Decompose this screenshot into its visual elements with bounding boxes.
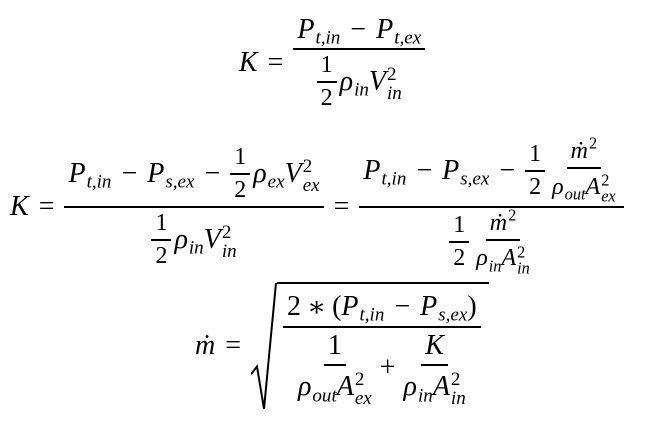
symbol-A: A (585, 173, 601, 200)
symbol-P: P (297, 14, 315, 45)
equals-sign: = (333, 190, 350, 222)
subscript: t,ex (394, 28, 422, 50)
superscript: 2 (354, 368, 365, 390)
equals-sign: = (225, 330, 242, 362)
subscript: ex (302, 174, 320, 196)
symbol-rho: ρ (476, 245, 488, 272)
minus-sign: − (204, 157, 221, 189)
minus-sign: − (499, 154, 516, 186)
symbol-V: V (368, 66, 387, 97)
symbol-rho: ρ (253, 157, 267, 189)
symbol-P: P (68, 157, 86, 189)
subscript: ex (267, 171, 285, 193)
subscript: in (188, 237, 204, 259)
symbol-mdot: ṁ (489, 209, 508, 236)
subscript: t,in (86, 171, 112, 193)
minus-sign: − (416, 154, 433, 186)
subscript: in (387, 82, 402, 104)
subscript: in (221, 240, 237, 262)
subscript: ex (601, 186, 616, 206)
number-two: 2 (287, 291, 302, 322)
superscript: 2 (221, 221, 232, 243)
minus-sign: − (350, 14, 367, 45)
subscript: t,in (359, 305, 385, 327)
symbol-A: A (336, 371, 354, 403)
symbol-K: K (10, 190, 29, 222)
symbol-rho: ρ (403, 371, 417, 403)
symbol-rho: ρ (552, 173, 564, 200)
subscript: t,in (315, 28, 341, 50)
subscript: in (418, 385, 433, 407)
subscript: s,ex (165, 171, 195, 193)
symbol-A: A (501, 245, 517, 272)
symbol-rho: ρ (339, 66, 354, 97)
symbol-P: P (442, 154, 460, 186)
subscript: s,ex (438, 305, 468, 327)
symbol-P: P (147, 157, 165, 189)
subscript: out (564, 184, 586, 204)
equals-sign: = (267, 47, 284, 78)
multiply-sign: ∗ (307, 292, 327, 323)
symbol-K: K (425, 330, 444, 361)
equals-sign: = (38, 190, 55, 222)
superscript: 2 (302, 155, 313, 177)
subscript: in (354, 80, 369, 102)
symbol-V: V (284, 157, 302, 189)
number-one: 1 (327, 330, 342, 361)
right-paren: ) (467, 291, 477, 322)
subscript: t,in (381, 168, 407, 190)
symbol-rho: ρ (174, 223, 188, 255)
subscript: in (488, 256, 502, 276)
left-paren: ( (332, 291, 342, 322)
plus-sign: + (379, 352, 396, 384)
symbol-mdot: ṁ (570, 138, 588, 164)
superscript: 2 (450, 368, 461, 390)
minus-sign: − (394, 291, 411, 322)
superscript: 2 (517, 242, 526, 262)
symbol-V: V (203, 223, 221, 255)
superscript: 2 (588, 133, 598, 153)
subscript: s,ex (460, 168, 490, 190)
symbol-rho: ρ (297, 371, 312, 403)
subscript: in (450, 387, 466, 409)
minus-sign: − (121, 157, 138, 189)
symbol-mdot: ṁ (195, 330, 216, 362)
radical-sign-icon (251, 282, 277, 410)
subscript: ex (354, 387, 372, 409)
symbol-A: A (432, 371, 450, 403)
symbol-P: P (363, 154, 381, 186)
symbol-P: P (420, 291, 438, 322)
symbol-P: P (376, 14, 394, 45)
subscript: out (312, 385, 337, 407)
superscript: 2 (508, 205, 517, 225)
symbol-P: P (341, 291, 359, 322)
superscript: 2 (601, 170, 610, 190)
subscript: in (517, 258, 530, 278)
symbol-K: K (238, 47, 258, 78)
superscript: 2 (387, 63, 397, 85)
